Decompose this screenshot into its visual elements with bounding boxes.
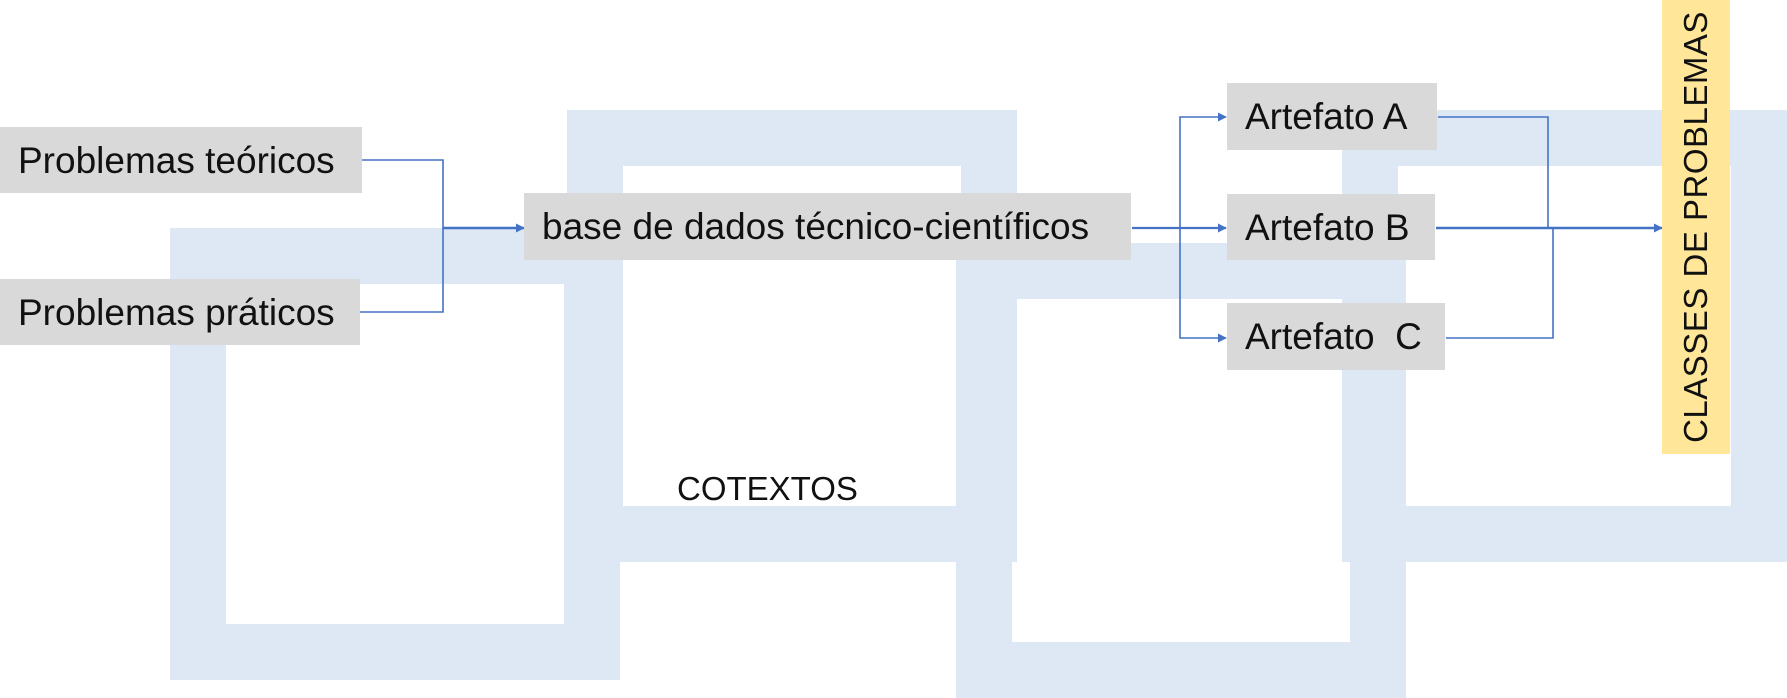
arrow-to-artefato-c (1179, 228, 1227, 343)
node-artefato-b-label: Artefato B (1245, 206, 1410, 248)
connector-teoricos (362, 159, 444, 228)
node-artefato-c-label: Artefato C (1245, 316, 1422, 357)
node-problemas-praticos: Problemas práticos (0, 279, 360, 345)
node-classes-de-problemas: CLASSES DE PROBLEMAS (1662, 0, 1730, 454)
contextos-label: COTEXTOS (677, 470, 858, 507)
arrow-to-artefato-a (1179, 112, 1227, 228)
node-problemas-teoricos: Problemas teóricos (0, 127, 362, 193)
connector-artefato-c (1446, 228, 1554, 339)
node-artefato-a: Artefato A (1227, 83, 1437, 150)
node-artefato-b: Artefato B (1227, 194, 1435, 260)
node-base-de-dados-label: base de dados técnico-científicos (542, 206, 1090, 247)
node-classes-de-problemas-label: CLASSES DE PROBLEMAS (1677, 11, 1714, 443)
node-artefato-a-label: Artefato A (1245, 96, 1408, 137)
node-artefato-c: Artefato C (1227, 303, 1445, 370)
node-problemas-praticos-label: Problemas práticos (18, 291, 335, 333)
node-problemas-teoricos-label: Problemas teóricos (18, 139, 335, 181)
node-base-de-dados: base de dados técnico-científicos (524, 193, 1131, 260)
connector-artefato-a (1438, 116, 1549, 228)
connector-praticos (360, 228, 444, 313)
